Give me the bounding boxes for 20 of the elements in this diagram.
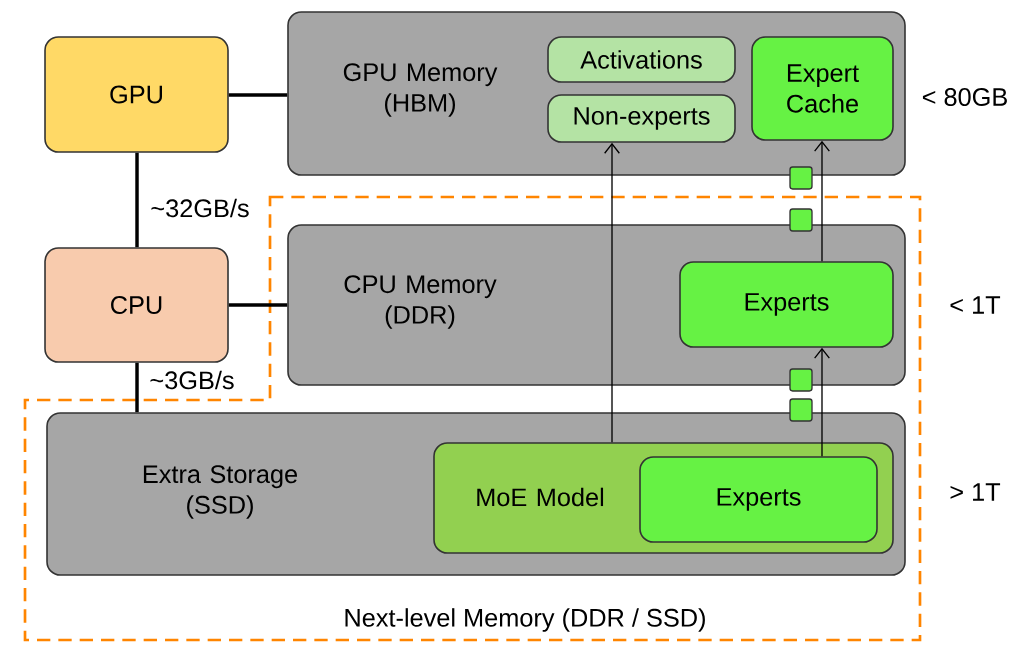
connector-line (135, 152, 139, 248)
arrow (604, 142, 620, 443)
connector-line (228, 93, 288, 97)
data-box: Non-experts (547, 94, 736, 143)
capacity-label: > 1T (950, 483, 1001, 501)
experts-box: Experts (679, 261, 894, 348)
arrow (814, 140, 830, 262)
data-box: Activations (547, 36, 736, 83)
connector-line (228, 303, 288, 307)
cache-box: Expert Cache (751, 36, 894, 141)
connector-line (135, 362, 139, 413)
edge-label: ~3GB/s (148, 369, 236, 391)
processor-box: GPU (44, 36, 229, 153)
region-label: Next-level Memory (DDR / SSD) (345, 608, 705, 632)
processor-box: CPU (44, 247, 229, 363)
arrow (814, 347, 830, 457)
capacity-label: < 80GB (922, 88, 1007, 106)
capacity-label: < 1T (950, 296, 1001, 314)
edge-label: ~32GB/s (149, 197, 251, 219)
experts-box: Experts (639, 456, 878, 543)
